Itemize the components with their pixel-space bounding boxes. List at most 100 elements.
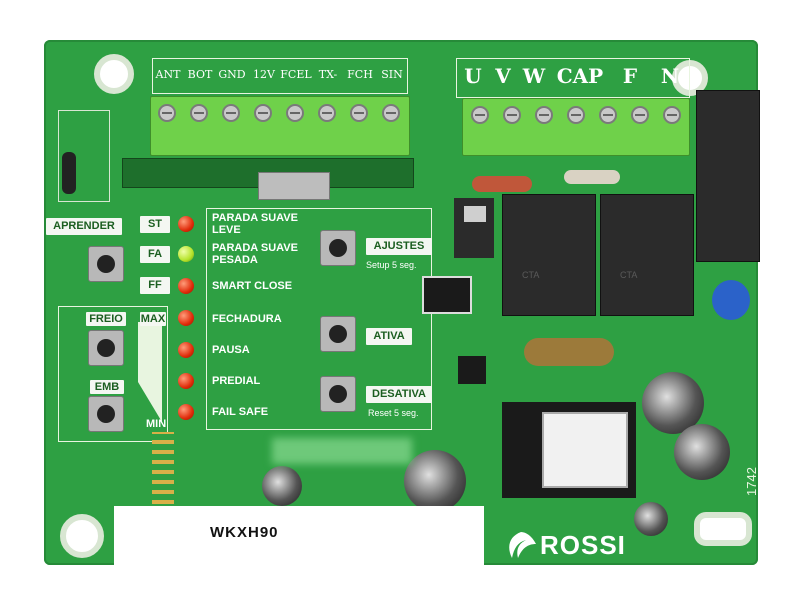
terminal-label: W (522, 64, 546, 88)
fa-label: FA (140, 246, 170, 263)
led-label-parada-suave-pesada: PARADA SUAVE PESADA (212, 242, 298, 266)
relay-1-brand: CTA (522, 270, 540, 280)
terminal-block-left[interactable] (150, 96, 410, 156)
relay-3 (696, 90, 760, 262)
coil-component (62, 152, 76, 194)
ativa-label: ATIVA (366, 328, 412, 345)
desativa-label: DESATIVA (366, 386, 432, 403)
screw-terminal[interactable] (286, 104, 304, 122)
terminal-label: FCEL (280, 68, 312, 81)
blurred-region (272, 438, 412, 464)
led-fechadura (178, 310, 194, 326)
antenna-pad (58, 110, 110, 202)
relay-2-brand: CTA (620, 270, 638, 280)
emb-button[interactable] (88, 396, 124, 432)
screw-terminal[interactable] (382, 104, 400, 122)
led-label-fechadura: FECHADURA (212, 313, 282, 325)
freio-label: FREIO (86, 312, 126, 326)
freio-emb-frame (58, 306, 168, 442)
capacitor-film (472, 176, 532, 192)
screw-terminal[interactable] (254, 104, 272, 122)
terminal-label: V (495, 64, 511, 88)
terminal-label: TX- (318, 68, 338, 81)
model-label-strip (114, 506, 484, 565)
aprender-label: APRENDER (46, 218, 122, 235)
circuit-board: ANT BOT GND 12V FCEL TX- FCH SIN U V W C… (44, 40, 760, 565)
screw-terminal[interactable] (503, 106, 521, 124)
freio-button[interactable] (88, 330, 124, 366)
desativa-sublabel: Reset 5 seg. (368, 408, 419, 418)
mounting-hole (60, 514, 104, 558)
screw-terminal[interactable] (190, 104, 208, 122)
terminal-label: SIN (381, 68, 403, 81)
terminal-label: 12V (253, 68, 275, 81)
relay-1 (502, 194, 596, 316)
led-pausa (178, 342, 194, 358)
led-label-smart-close: SMART CLOSE (212, 280, 293, 292)
aprender-button[interactable] (88, 246, 124, 282)
relay-2 (600, 194, 694, 316)
screw-terminal[interactable] (222, 104, 240, 122)
terminal-label-frame-left (152, 58, 408, 94)
terminal-labels-right: U V W CAP F N (458, 64, 690, 90)
led-fail-safe (178, 404, 194, 420)
inductor (524, 338, 614, 366)
led-st (178, 216, 194, 232)
mounting-slot (694, 512, 752, 546)
screw-terminal[interactable] (158, 104, 176, 122)
desativa-button[interactable] (320, 376, 356, 412)
resistor (564, 170, 620, 184)
terminal-block-right[interactable] (462, 98, 690, 156)
crystal-component (258, 172, 330, 200)
mounting-hole (672, 60, 708, 96)
led-label-parada-suave-leve: PARADA SUAVE LEVE (212, 212, 298, 236)
electrolytic-capacitor (262, 466, 302, 506)
ceramic-capacitor (712, 280, 750, 320)
ativa-button[interactable] (320, 316, 356, 352)
transistor-small (458, 356, 486, 384)
min-label: MIN (146, 418, 167, 430)
terminal-label-frame-right (456, 58, 690, 98)
mounting-hole (94, 54, 134, 94)
screw-terminal[interactable] (631, 106, 649, 124)
terminal-label: BOT (187, 68, 213, 81)
ajustes-label: AJUSTES (366, 238, 432, 255)
brand-name: ROSSI (540, 530, 626, 560)
terminal-label: CAP (556, 64, 604, 88)
rossi-logo-icon (504, 530, 538, 560)
led-label-predial: PREDIAL (212, 375, 261, 387)
led-predial (178, 373, 194, 389)
model-name: WKXH90 (210, 524, 279, 541)
terminal-label: ANT (155, 68, 181, 81)
screw-terminal[interactable] (318, 104, 336, 122)
electrolytic-capacitor (404, 450, 466, 512)
emb-label: EMB (90, 380, 124, 394)
terminal-label: F (622, 64, 638, 88)
st-label: ST (140, 216, 170, 233)
screw-terminal[interactable] (350, 104, 368, 122)
screw-terminal[interactable] (663, 106, 681, 124)
ic-chip (422, 276, 472, 314)
led-function-frame (206, 208, 432, 430)
screw-terminal[interactable] (599, 106, 617, 124)
ff-label: FF (140, 277, 170, 294)
terminal-label: U (464, 64, 482, 88)
max-label: MAX (140, 312, 166, 326)
ajustes-sublabel: Setup 5 seg. (366, 260, 417, 270)
transistor-tab (464, 206, 486, 222)
terminal-label: N (660, 64, 680, 88)
led-fa (178, 246, 194, 262)
terminal-label: GND (218, 68, 246, 81)
screw-terminal[interactable] (471, 106, 489, 124)
electrolytic-capacitor (642, 372, 704, 434)
electrolytic-capacitor (674, 424, 730, 480)
board-code: 1742 (744, 467, 759, 496)
screw-terminal[interactable] (567, 106, 585, 124)
led-label-fail-safe: FAIL SAFE (212, 406, 269, 418)
terminal-label: FCH (347, 68, 373, 81)
header-pins (152, 432, 174, 510)
ajustes-button[interactable] (320, 230, 356, 266)
transformer-coil (542, 412, 628, 488)
screw-terminal[interactable] (535, 106, 553, 124)
electrolytic-capacitor (634, 502, 668, 536)
